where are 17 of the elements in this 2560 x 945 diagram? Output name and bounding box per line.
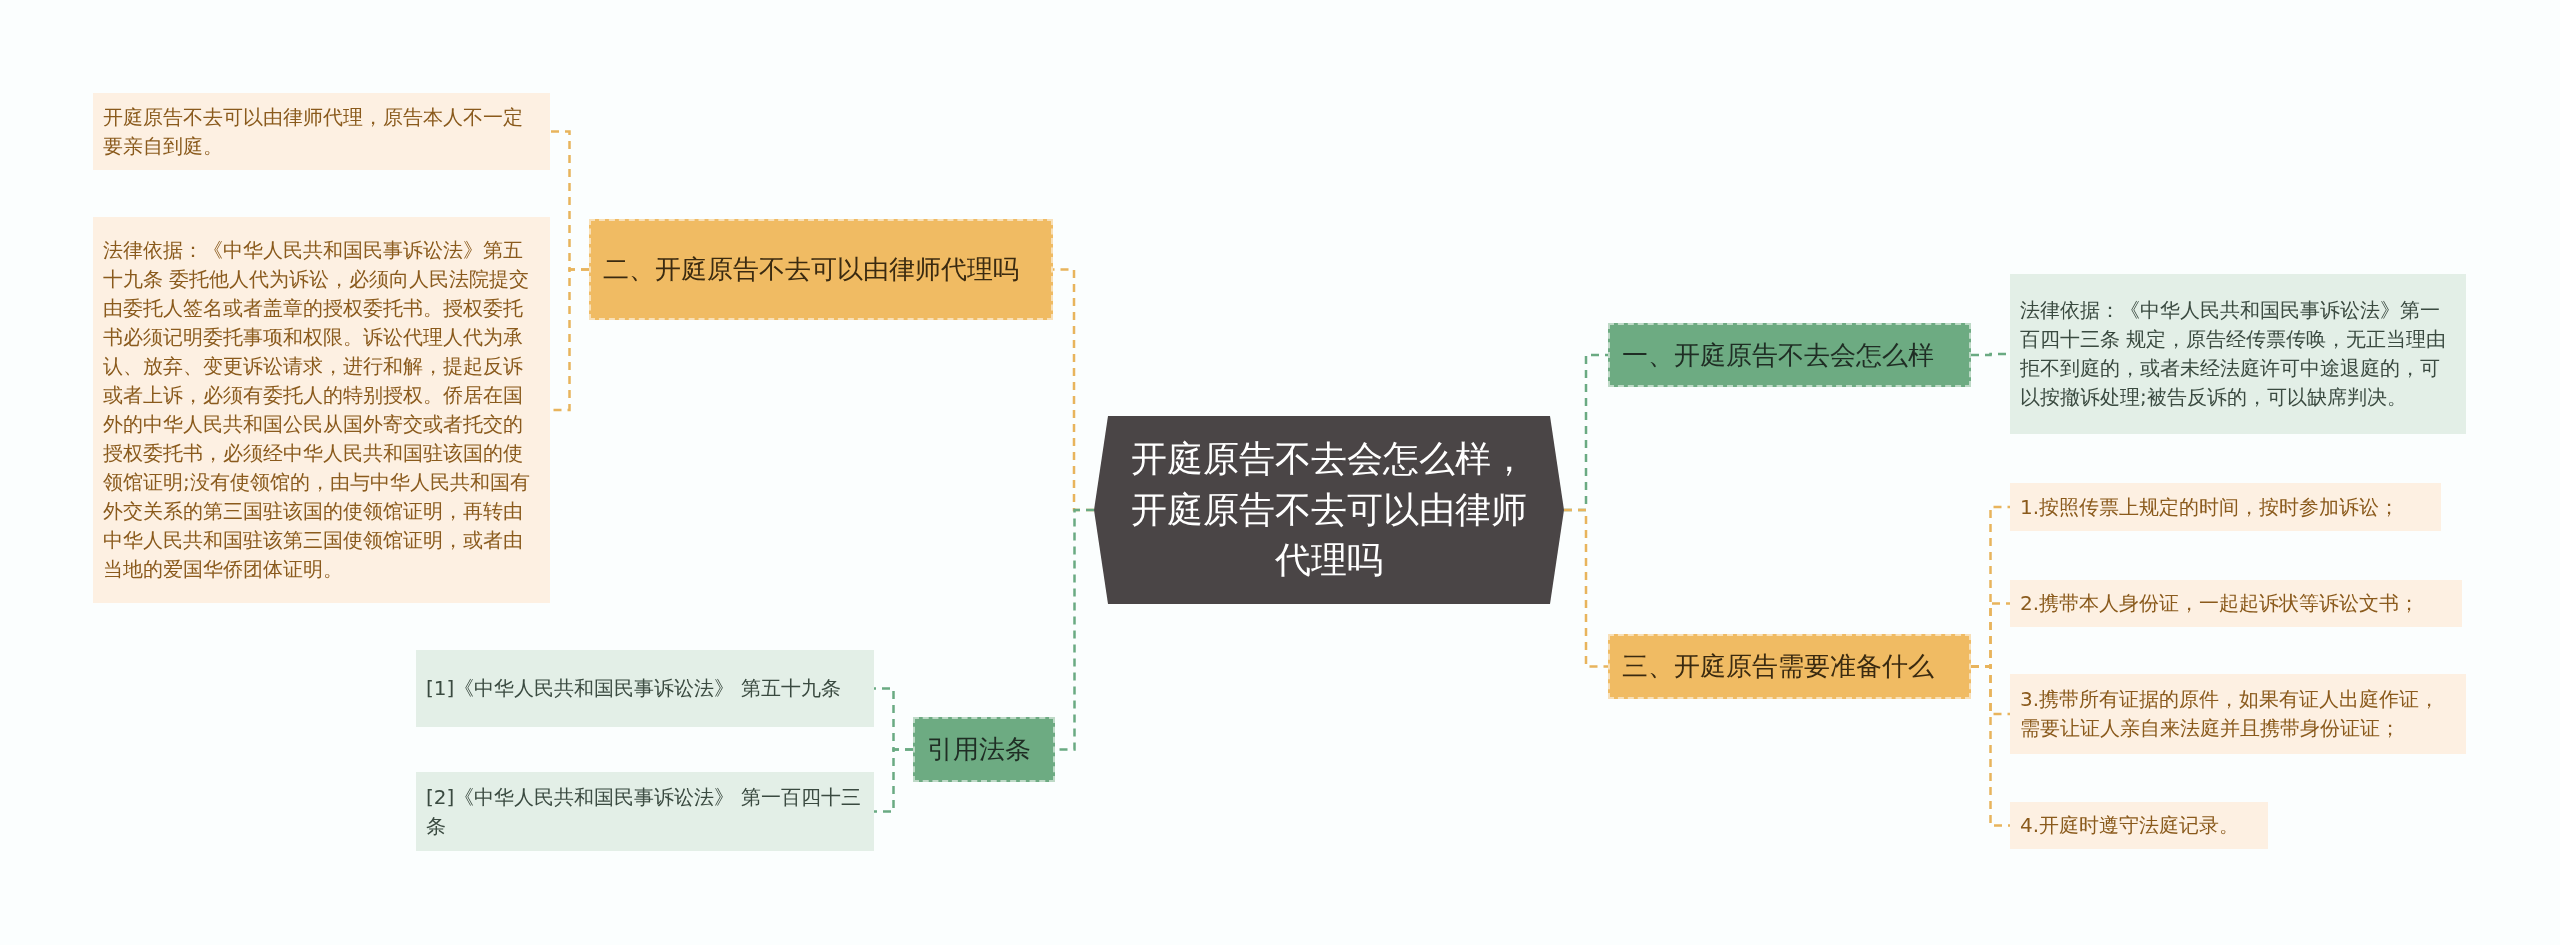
note-box: 2.携带本人身份证，一起起诉状等诉讼文书； <box>2010 580 2462 627</box>
connector-line <box>1971 665 2010 827</box>
note-box: [2]《中华人民共和国民事诉讼法》 第一百四十三条 <box>416 772 874 851</box>
topic-box: 三、开庭原告需要准备什么 <box>1608 634 1971 699</box>
note-box: 法律依据：《中华人民共和国民事诉讼法》第五十九条 委托他人代为诉讼，必须向人民法院提交由委托人签名或者盖章的授权委托书。授权委托书必须记明委托事项和权限。诉讼代理人代为承认、放弃、变更诉讼请求，进行和解，提起反诉或者上诉，必须有委托人的特别授权。侨居在国外的中华人民共和国公民从国外寄交或者托交的授权委托书，必须经中华人民共和国驻该国的使领馆证明;没有使领馆的，由与中华人民共和国有外交关系的第三国驻该国的使领馆证明，再转由中华人民共和国驻该第三国使领馆证明，或者由当地的爱国华侨团体证明。 <box>93 217 550 603</box>
note-box: 3.携带所有证据的原件，如果有证人出庭作证，需要让证人亲自来法庭并且携带身份证证； <box>2010 674 2466 754</box>
central-topic: 开庭原告不去会怎么样，开庭原告不去可以由律师代理吗 <box>1094 416 1564 604</box>
note-box: 4.开庭时遵守法庭记录。 <box>2010 802 2268 849</box>
connector-line <box>874 748 913 813</box>
note-box: 法律依据：《中华人民共和国民事诉讼法》第一百四十三条 规定，原告经传票传唤，无正当理由拒不到庭的，或者未经法庭许可中途退庭的，可以按撤诉处理;被告反诉的，可以缺席判决。 <box>2010 274 2466 434</box>
note-box: 1.按照传票上规定的时间，按时参加诉讼； <box>2010 483 2441 531</box>
topic-box: 引用法条 <box>913 717 1055 782</box>
topic-box: 二、开庭原告不去可以由律师代理吗 <box>589 219 1053 320</box>
note-box: [1]《中华人民共和国民事诉讼法》 第五十九条 <box>416 650 874 727</box>
note-box: 开庭原告不去可以由律师代理，原告本人不一定要亲自到庭。 <box>93 93 550 170</box>
connector-line <box>1564 508 1608 668</box>
topic-box: 一、开庭原告不去会怎么样 <box>1608 323 1971 387</box>
